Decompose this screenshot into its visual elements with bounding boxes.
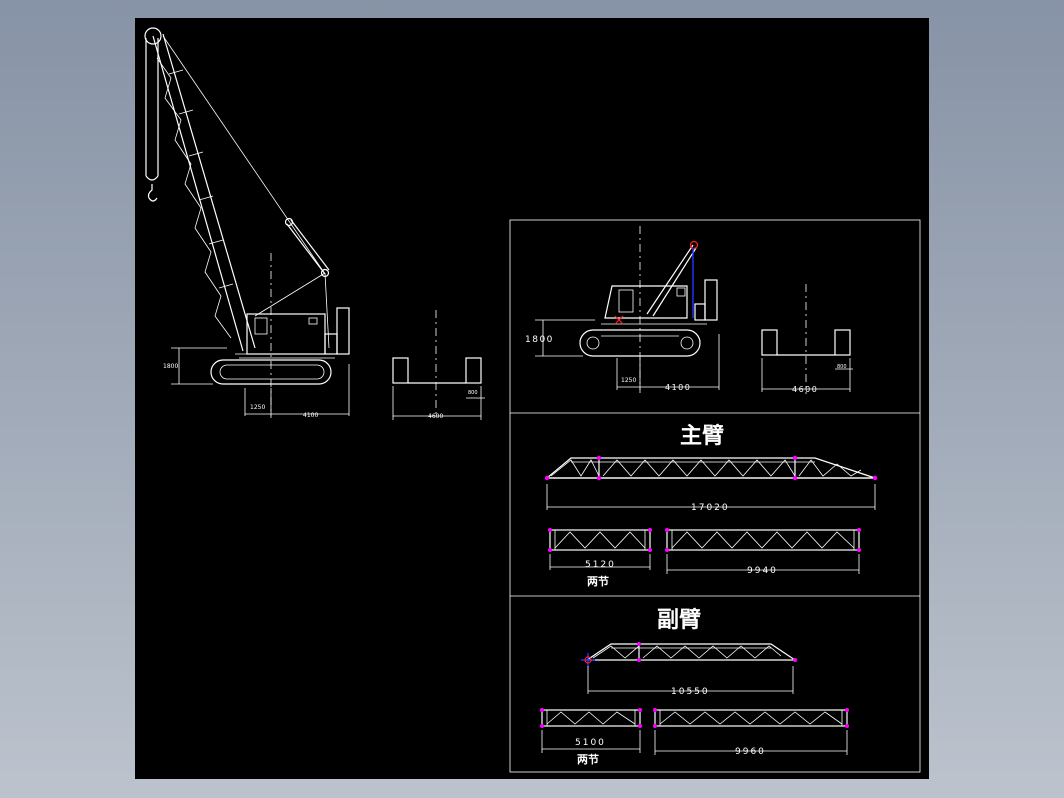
small-crane-view: 1800 1250 4100 xyxy=(525,226,720,393)
main-boom-total-label: 17020 xyxy=(691,503,730,513)
height-dimension: 1800 xyxy=(163,347,227,385)
track-length-label: 4100 xyxy=(303,412,318,419)
small-track-width-label: 4600 xyxy=(792,385,818,394)
pendant-rope xyxy=(162,35,326,275)
boom-lattice xyxy=(144,27,256,352)
small-track-plate-label: 800 xyxy=(837,364,847,370)
jib-section-b: 9960 xyxy=(653,708,849,757)
crawler-track xyxy=(210,359,332,385)
small-height-label: 1800 xyxy=(525,335,554,345)
hoist-rope-and-hook xyxy=(145,38,159,202)
jib-title: 副臂 xyxy=(657,607,701,633)
jib-section-b-label: 9960 xyxy=(735,747,766,757)
main-boom-section: 主臂 17020 xyxy=(544,423,878,588)
length-dimension: 1250 4100 xyxy=(244,364,350,419)
small-rear-offset-label: 1250 xyxy=(621,377,636,384)
crane-side-view: 1800 1250 4100 xyxy=(144,27,350,419)
small-track-front-view: 800 4600 xyxy=(761,284,853,394)
gantry-mast xyxy=(254,217,330,349)
track-plate-label: 800 xyxy=(468,390,478,396)
jib-full xyxy=(581,642,797,667)
main-boom-section-a-note: 两节 xyxy=(587,574,609,588)
main-boom-section-b-label: 9940 xyxy=(747,566,778,576)
upper-body xyxy=(235,307,350,359)
track-width-label: 4600 xyxy=(428,413,443,420)
main-boom-section-b: 9940 xyxy=(665,528,861,576)
crane-drawing: 1800 1250 4100 800 4600 xyxy=(144,27,921,773)
main-boom-section-a: 5120 两节 xyxy=(548,528,652,588)
main-boom-full xyxy=(544,455,878,481)
main-boom-title: 主臂 xyxy=(680,423,724,449)
jib-section: 副臂 10550 xyxy=(540,607,849,766)
small-track-length-label: 4100 xyxy=(665,383,691,392)
track-front-view: 800 4600 xyxy=(392,310,485,420)
jib-section-a-note: 两节 xyxy=(577,752,599,766)
jib-total-label: 10550 xyxy=(671,687,710,697)
cad-drawing-canvas[interactable]: 1800 1250 4100 800 4600 xyxy=(135,18,929,779)
jib-section-a-label: 5100 xyxy=(575,738,606,748)
height-label: 1800 xyxy=(163,363,178,370)
jib-section-a: 5100 两节 xyxy=(540,708,642,766)
rear-offset-label: 1250 xyxy=(250,404,265,411)
detail-panel xyxy=(509,219,921,773)
main-boom-section-a-label: 5120 xyxy=(585,560,616,570)
